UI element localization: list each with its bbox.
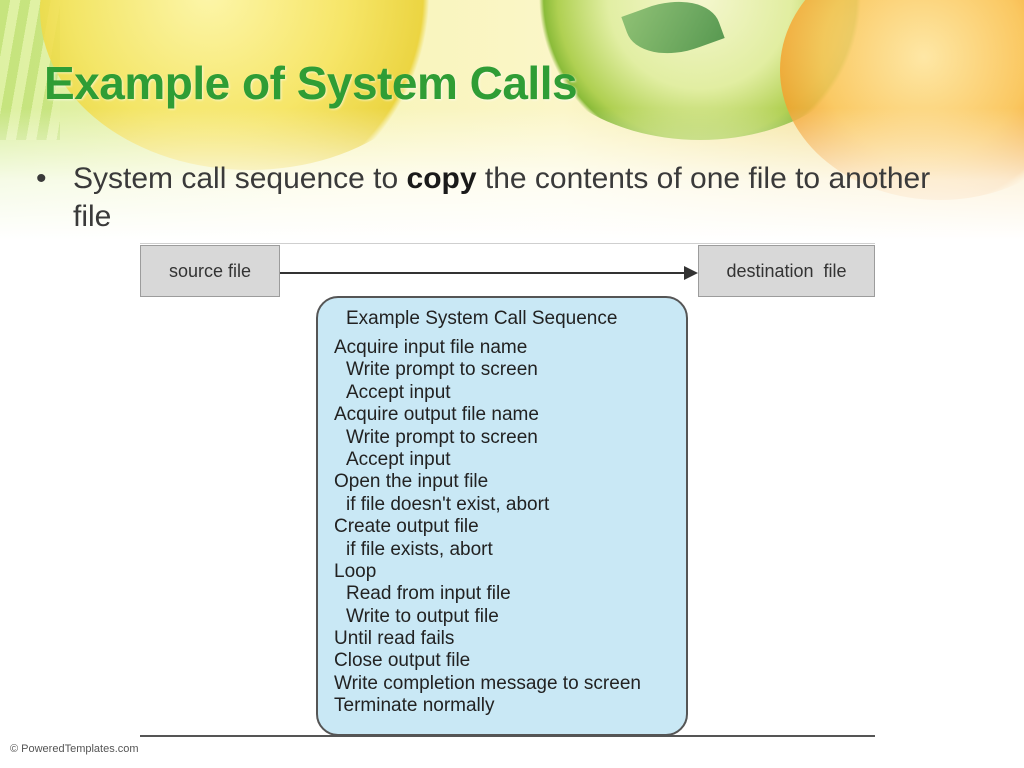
sequence-step: Accept input	[346, 448, 451, 470]
sequence-step: Acquire input file name	[334, 337, 528, 358]
header-background	[0, 0, 1024, 240]
footer-credit: © PoweredTemplates.com	[10, 743, 139, 755]
sequence-step: if file doesn't exist, abort	[346, 493, 550, 515]
sequence-step: Create output file	[334, 516, 479, 538]
destination-file-label: destination file	[726, 260, 847, 281]
source-file-box: source file	[140, 245, 280, 297]
bullet-text: System call sequence to copy the content…	[73, 160, 953, 236]
sequence-step: Accept input	[346, 381, 451, 403]
sequence-step: Write to output file	[346, 605, 499, 627]
bullet-text-before: System call sequence to	[73, 162, 407, 195]
figure-top-rule	[140, 243, 875, 244]
sequence-step: Open the input file	[334, 471, 489, 493]
source-file-label: source file	[168, 260, 252, 281]
copy-arrow-line	[280, 272, 686, 274]
sequence-step: Terminate normally	[334, 695, 495, 717]
sequence-step: Write prompt to screen	[346, 426, 538, 448]
header-fade	[0, 0, 1024, 240]
sequence-step: Read from input file	[346, 583, 511, 605]
sequence-step: Loop	[334, 560, 377, 582]
sequence-step: Acquire output file name	[334, 404, 539, 426]
figure-bottom-rule	[140, 735, 875, 737]
sequence-step: Close output file	[334, 650, 471, 672]
sequence-step: Until read fails	[334, 628, 455, 650]
bullet-emphasis: copy	[406, 162, 477, 195]
copy-arrow-head	[684, 266, 698, 280]
sequence-step: if file exists, abort	[346, 538, 493, 560]
sequence-step: Write prompt to screen	[346, 359, 538, 381]
slide-title: Example of System Calls	[44, 57, 578, 109]
bullet-text-after: the contents of one file to another file	[73, 162, 931, 233]
destination-file-box: destination file	[698, 245, 875, 297]
sequence-box	[316, 296, 688, 736]
sequence-step: Write completion message to screen	[334, 672, 641, 694]
bullet-marker: •	[36, 162, 47, 195]
sequence-title: Example System Call Sequence	[346, 308, 618, 329]
